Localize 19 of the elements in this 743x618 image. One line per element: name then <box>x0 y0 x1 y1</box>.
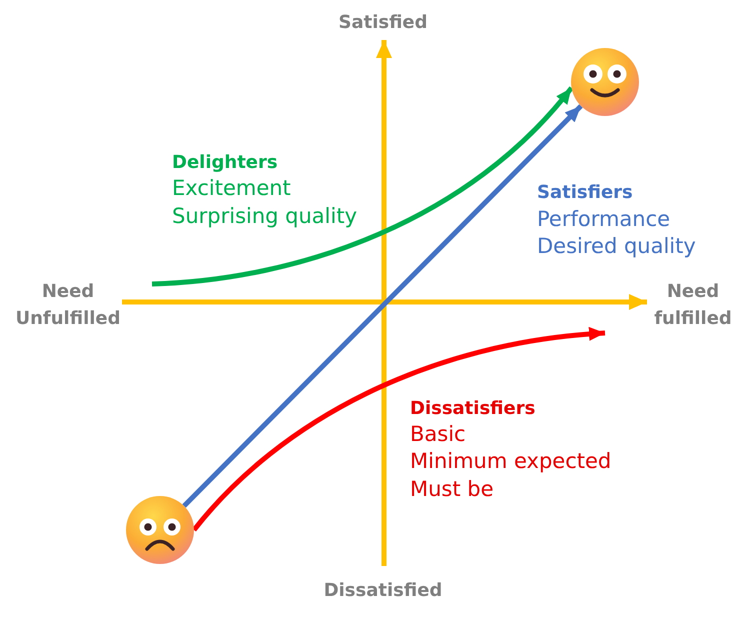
curved-arrow <box>152 86 574 286</box>
category-item: Must be <box>410 476 494 502</box>
axis-label: Satisfied <box>338 10 428 34</box>
axis-label: Dissatisfied <box>324 578 442 602</box>
happy-face-icon <box>571 48 639 116</box>
category-item: Desired quality <box>537 232 696 260</box>
category-item: Excitement <box>172 174 291 202</box>
category-heading: Delighters <box>172 150 278 174</box>
category-heading: Satisfiers <box>537 180 633 204</box>
axis-label: Need Unfulfilled <box>14 280 122 330</box>
category-item: Basic <box>410 420 466 448</box>
sad-face-icon <box>126 496 194 564</box>
category-item: Performance <box>537 206 670 232</box>
category-heading: Dissatisfiers <box>410 396 536 420</box>
category-item: Minimum expected <box>410 448 612 474</box>
arrow <box>182 104 583 508</box>
axis-label: Need fulfilled <box>653 280 733 330</box>
curved-arrow <box>192 327 606 532</box>
category-item: Surprising quality <box>172 202 358 230</box>
